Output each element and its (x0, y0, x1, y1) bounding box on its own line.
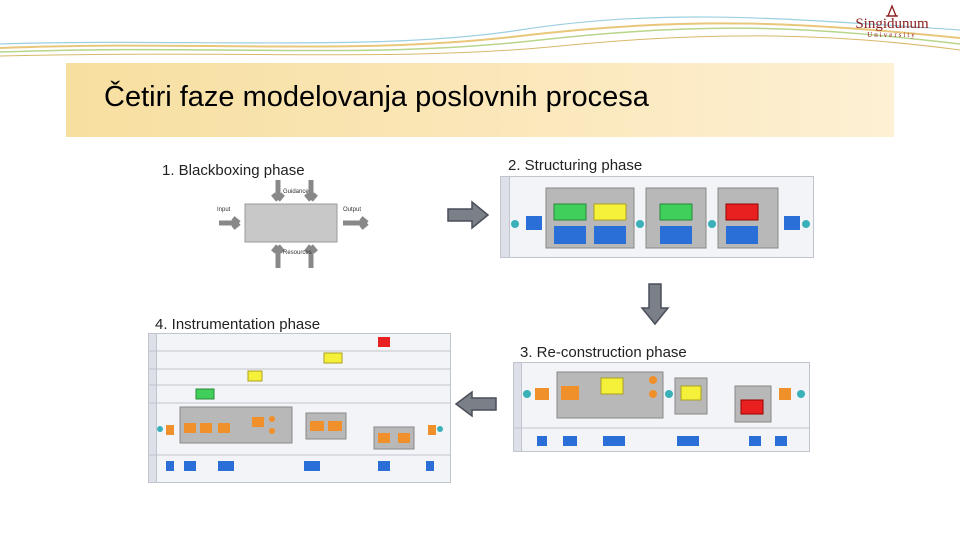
logo-emblem-icon (886, 4, 898, 17)
structuring-diagram (500, 176, 814, 258)
phase-1-label: 1. Blackboxing phase (162, 162, 305, 179)
blackbox-input-label: Input (217, 207, 231, 213)
arrow-left-icon (454, 390, 497, 418)
blackbox-diagram (219, 180, 369, 268)
arrow-down-icon (640, 283, 670, 326)
instrumentation-diagram (148, 333, 451, 483)
blackbox-output-label: Output (343, 207, 362, 213)
logo-name: Singidunum (855, 16, 929, 32)
blackbox-guidance-label: Guidance (283, 189, 309, 195)
title-band: Četiri faze modelovanja poslovnih proces… (66, 63, 894, 137)
phase-2-label: 2. Structuring phase (508, 157, 643, 174)
blackbox-resources-label: Resources (283, 250, 312, 256)
slide-title: Četiri faze modelovanja poslovnih proces… (104, 81, 649, 113)
logo-subtitle: University (867, 31, 917, 39)
arrow-right-icon (447, 200, 490, 230)
singidunum-logo: Singidunum University (842, 4, 942, 44)
phase-4-label: 4. Instrumentation phase (155, 316, 321, 333)
reconstruction-diagram (513, 362, 810, 452)
phase-3-label: 3. Re-construction phase (520, 344, 687, 361)
header-wave-decoration (0, 16, 960, 57)
